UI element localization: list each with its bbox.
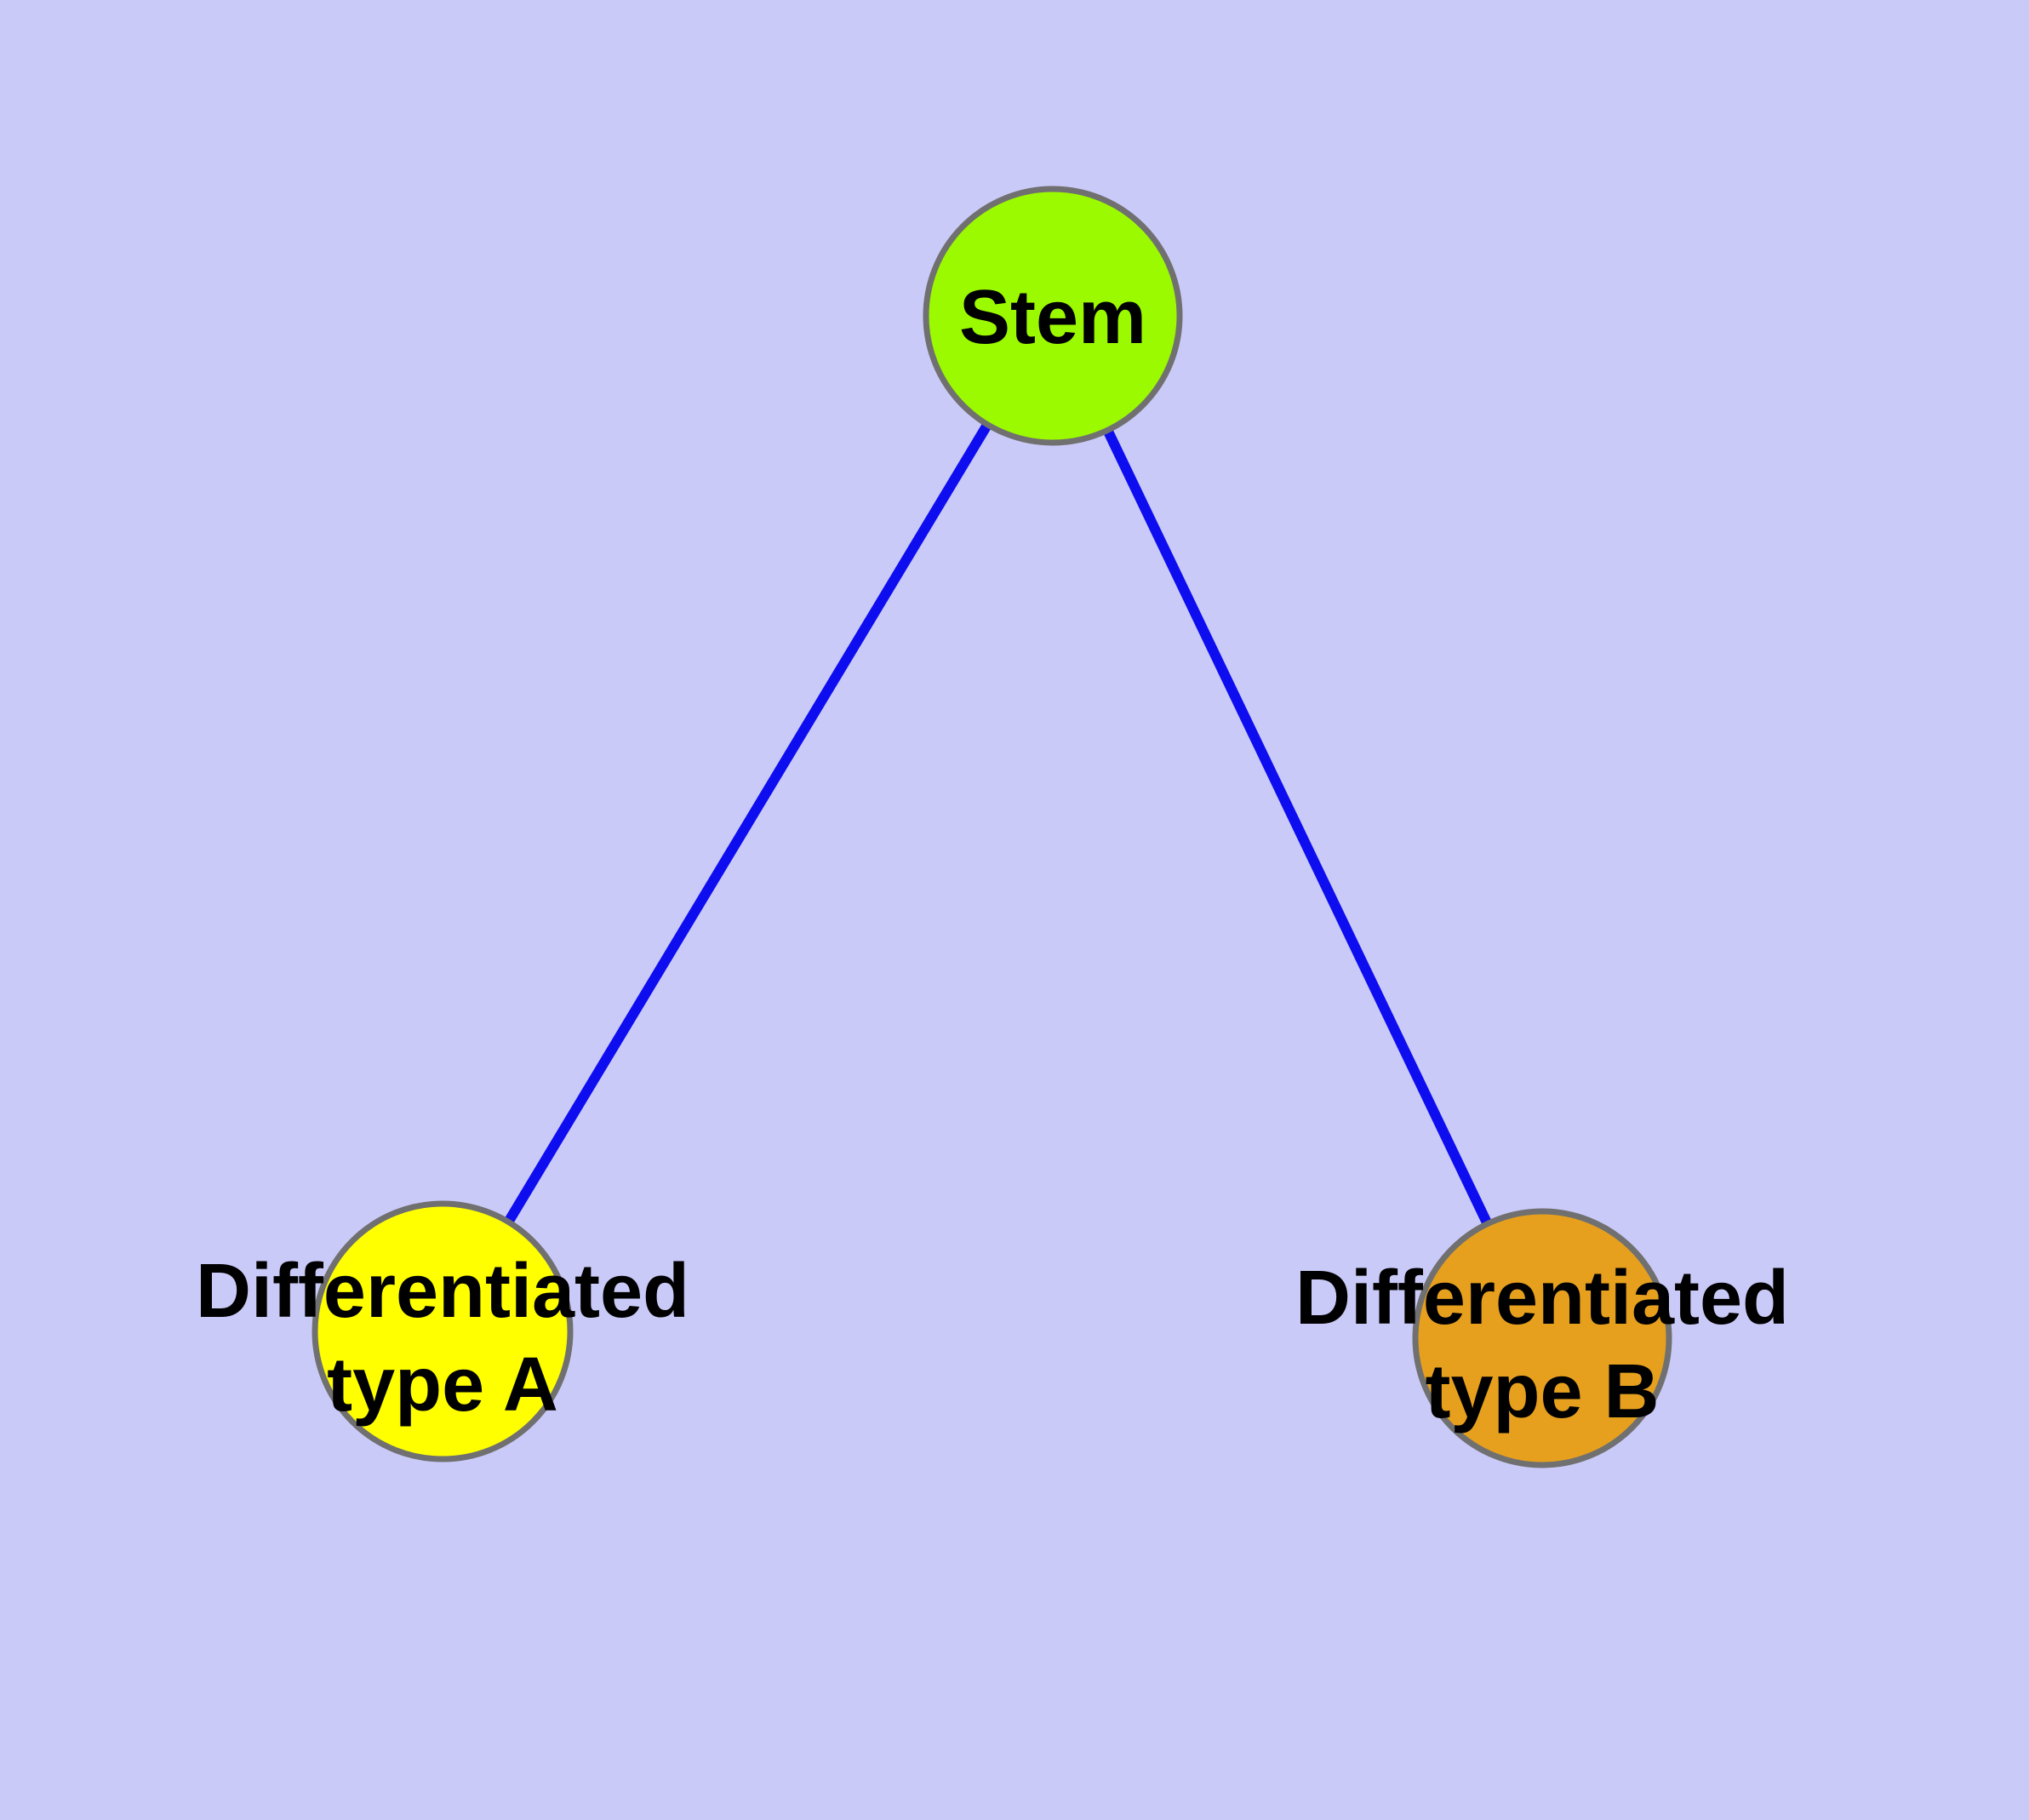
edge-stem-to-type-b xyxy=(1048,313,1547,1341)
node-type-b-label-line2: type B xyxy=(1425,1349,1659,1434)
node-type-a-label-line2: type A xyxy=(327,1342,558,1428)
node-stem[interactable] xyxy=(923,186,1183,446)
node-type-a-label-line1: Differentiated xyxy=(196,1249,689,1334)
node-type-b-label-line1: Differentiated xyxy=(1295,1256,1789,1341)
node-differentiated-type-a[interactable] xyxy=(311,1200,574,1462)
node-differentiated-type-b[interactable] xyxy=(1412,1208,1672,1468)
node-stem-label: Stem xyxy=(959,275,1146,360)
edge-stem-to-type-a xyxy=(437,312,1058,1335)
